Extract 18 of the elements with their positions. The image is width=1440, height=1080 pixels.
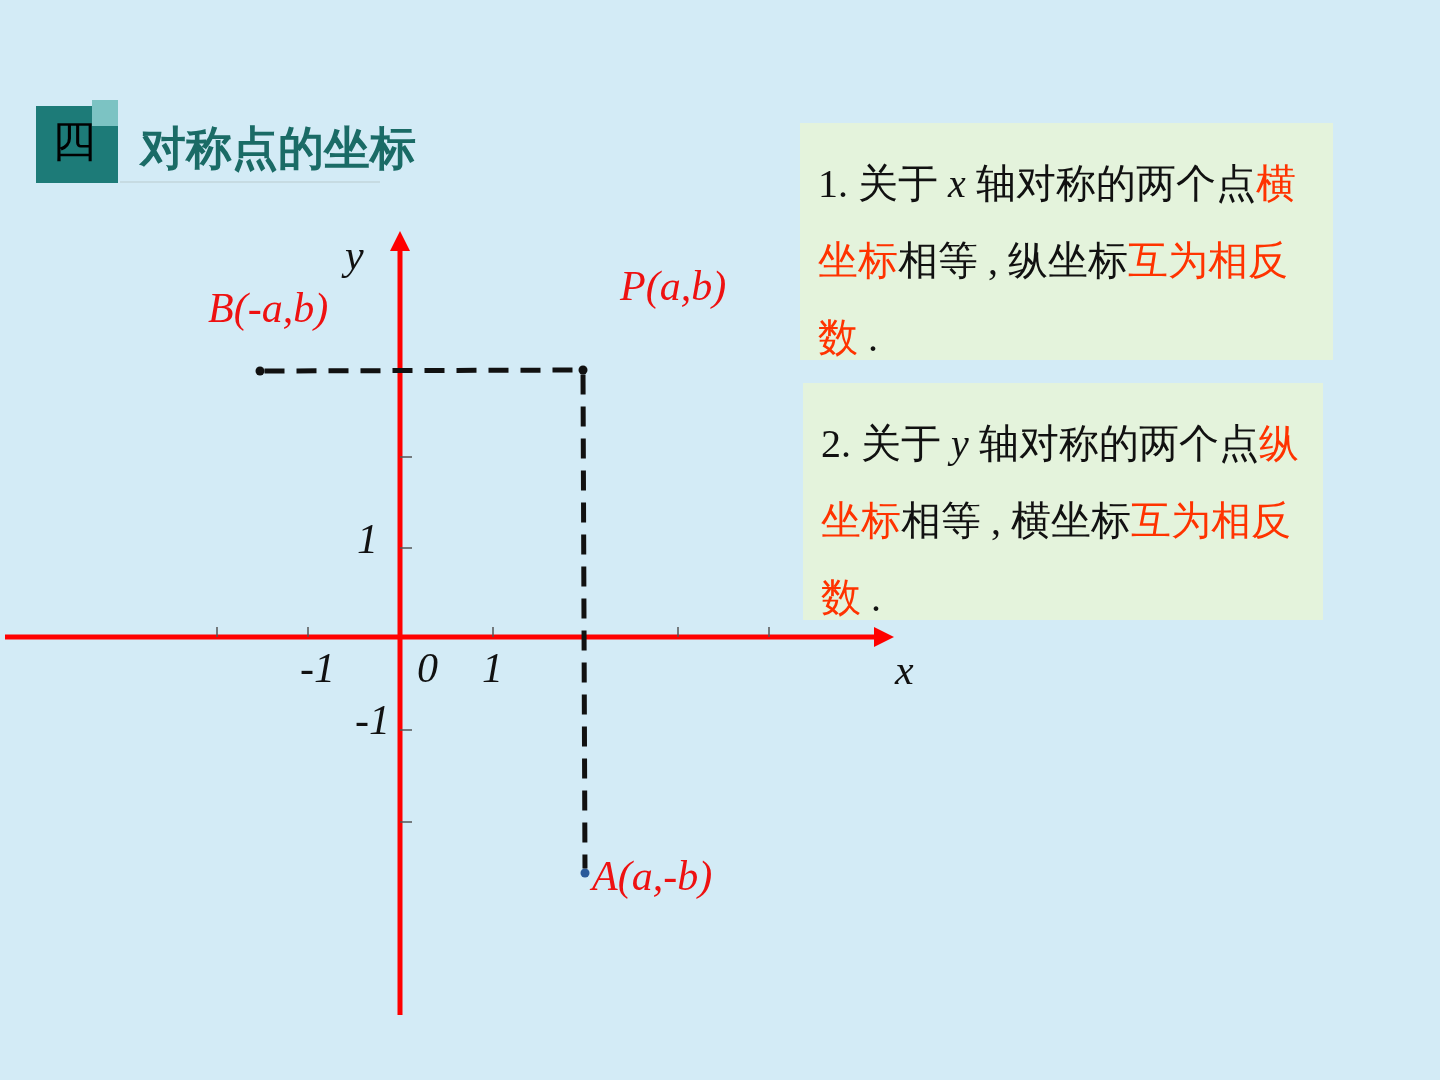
- axis-label: x: [895, 649, 914, 691]
- point-label: B(-a,b): [208, 287, 329, 329]
- tick-label: -1: [355, 699, 390, 741]
- note-card: [800, 123, 1333, 360]
- note-card: [803, 383, 1323, 620]
- dashed-line: [580, 374, 588, 869]
- point-dot: [255, 366, 265, 376]
- rule-text: 2. 关于 y 轴对称的两个点纵坐标相等 , 横坐标互为相反数 .: [821, 420, 1300, 622]
- point-dot: [580, 868, 590, 878]
- point-label: P(a,b): [620, 265, 727, 307]
- tick-label: -1: [300, 647, 335, 689]
- tick-label: 0: [417, 647, 438, 689]
- point-dot: [578, 365, 588, 375]
- tick-label: 1: [482, 647, 503, 689]
- tick-label: 1: [357, 518, 378, 560]
- slide-title: 对称点的坐标: [140, 120, 416, 177]
- section-number: 四: [52, 114, 96, 168]
- rule-text: 1. 关于 x 轴对称的两个点横坐标相等 , 纵坐标互为相反数 .: [818, 160, 1297, 362]
